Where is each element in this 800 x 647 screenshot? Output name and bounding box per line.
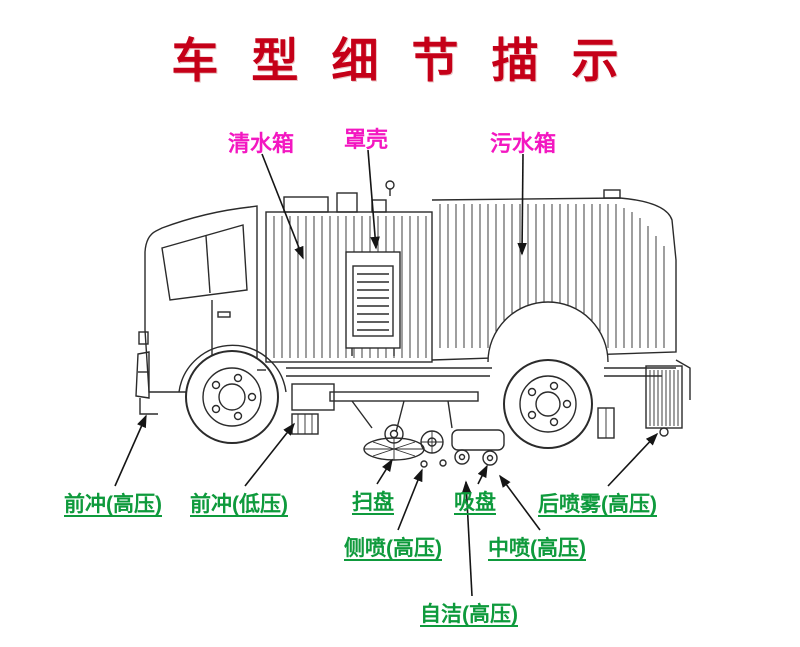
arrow-self-clean — [461, 480, 473, 597]
annotation-arrows — [114, 149, 659, 597]
arrow-sweep-disc — [376, 458, 393, 485]
part-label-clean-water-tank: 清水箱 — [228, 131, 295, 156]
part-label-sewage-tank: 污水箱 — [490, 131, 557, 156]
feature-label-center-spray-high: 中喷(高压) — [488, 537, 586, 560]
arrow-sewage-tank — [517, 153, 527, 256]
arrow-rear-spray — [607, 432, 659, 487]
feature-label-side-spray-high: 侧喷(高压) — [344, 537, 442, 560]
sewage-tank-art — [431, 189, 677, 361]
feature-label-self-clean-high: 自洁(高压) — [420, 603, 518, 626]
truck-body — [135, 180, 691, 468]
arrow-front-flush-low — [244, 422, 295, 487]
feature-label-rear-spray-high: 后喷雾(高压) — [538, 493, 657, 516]
feature-label-front-flush-low: 前冲(低压) — [190, 493, 288, 516]
truck-cab — [135, 205, 287, 415]
sweeping-gear — [329, 391, 505, 468]
arrow-center-spray — [499, 474, 541, 531]
chassis — [257, 367, 676, 439]
page-title: 车 型 细 节 描 示 — [171, 34, 629, 87]
part-label-cover-shell: 罩壳 — [344, 127, 389, 152]
cover-shell-art — [345, 251, 401, 356]
front-wheel — [185, 350, 279, 444]
arrow-suction-disc — [477, 464, 488, 485]
rear-spray-unit — [645, 359, 691, 437]
rear-wheel — [487, 301, 609, 449]
feature-label-front-flush-high: 前冲(高压) — [64, 493, 162, 516]
arrow-cover-shell — [367, 149, 380, 250]
feature-label-suction-disc: 吸盘 — [454, 491, 496, 514]
arrow-side-spray — [397, 468, 423, 531]
feature-label-sweep-disc: 扫盘 — [352, 491, 394, 514]
arrow-front-flush-high — [114, 414, 147, 487]
arrow-clean-water-tank — [261, 153, 304, 260]
